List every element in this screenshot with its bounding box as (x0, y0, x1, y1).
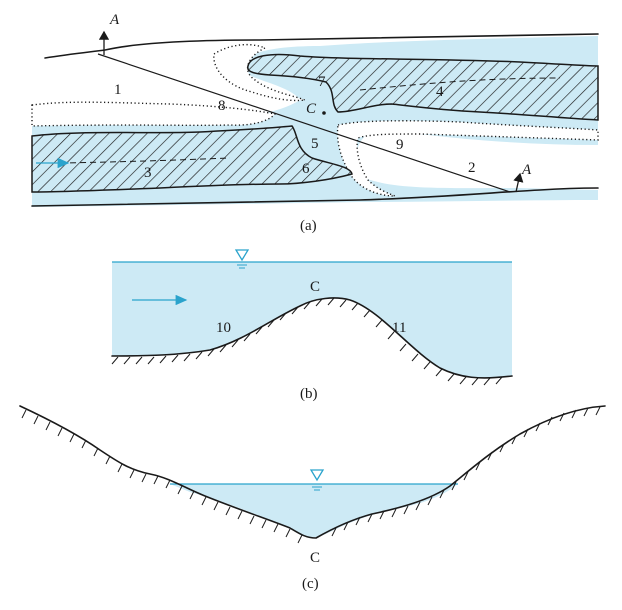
panel-c-bed-profile (19, 405, 606, 539)
zone-label-9: 9 (396, 137, 404, 153)
zone-label-7: 7 (318, 74, 326, 90)
zone-label-5: 5 (311, 136, 319, 152)
caption-a: (a) (300, 218, 317, 234)
sand-bar-8 (31, 101, 277, 127)
section-mark-a-bottom: A (521, 162, 532, 178)
caption-b: (b) (300, 386, 318, 402)
section-arrow-icon (513, 172, 524, 193)
water-surface-triangle-icon (234, 249, 250, 269)
sand-bar-upper (213, 43, 308, 102)
panel-c-bed-hatch (21, 406, 601, 544)
panel-b-longitudinal-profile: C 10 11 (b) (111, 249, 513, 402)
crest-label-c-profile: C (310, 279, 320, 295)
zone-label-2: 2 (468, 160, 476, 176)
section-mark-a-top: A (109, 12, 120, 28)
slope-label-11: 11 (392, 320, 406, 336)
bank-lower (31, 187, 599, 207)
section-line-a-a (97, 53, 511, 193)
crest-point-c (322, 111, 326, 115)
zone-label-6: 6 (302, 161, 310, 177)
bank-upper (44, 33, 599, 59)
crest-label-c-plan: C (306, 101, 317, 117)
thalweg-line-upper (359, 77, 561, 91)
deep-pool-4-7 (247, 53, 599, 121)
panel-c-cross-section: C (c) (19, 405, 606, 592)
sand-bar-9 (336, 120, 599, 197)
caption-c: (c) (302, 576, 319, 592)
panel-b-bed-hatch (111, 297, 503, 386)
panel-a-plan-view: A A 1 2 3 4 5 6 7 8 9 C (a) (31, 12, 599, 234)
zone-label-1: 1 (114, 82, 122, 98)
zone-label-3: 3 (144, 165, 152, 181)
thalweg-line-lower (59, 157, 231, 164)
zone-label-4: 4 (436, 84, 444, 100)
crest-label-c-section: C (310, 550, 320, 566)
slope-label-10: 10 (216, 320, 231, 336)
zone-label-8: 8 (218, 98, 226, 114)
water-surface-triangle-icon (309, 469, 325, 491)
panel-c-water (170, 484, 458, 538)
